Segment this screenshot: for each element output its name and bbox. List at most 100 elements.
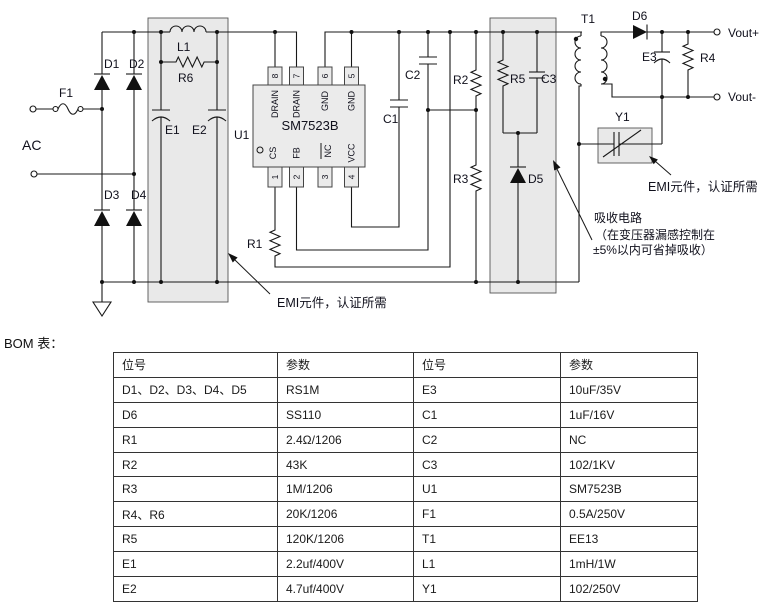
r6-label: R6 bbox=[178, 71, 194, 85]
bom-cell: E2 bbox=[113, 576, 278, 602]
bom-header-row: 位号 参数 位号 参数 bbox=[113, 352, 698, 378]
bom-header-cell: 参数 bbox=[560, 352, 698, 378]
pin1-number: 1 bbox=[270, 174, 280, 179]
bom-cell: 120K/1206 bbox=[277, 526, 414, 553]
r5-label: R5 bbox=[510, 72, 526, 86]
d5-diode bbox=[510, 168, 526, 183]
d4-diode bbox=[126, 211, 142, 226]
bom-cell: 0.5A/250V bbox=[560, 501, 698, 528]
snubber-block bbox=[489, 17, 557, 294]
bom-cell: E3 bbox=[413, 376, 561, 403]
bom-header-cell: 参数 bbox=[277, 352, 414, 378]
bom-cell: 2.2uf/400V bbox=[277, 551, 414, 578]
bom-cell: R1 bbox=[113, 426, 278, 453]
ac-terminal-bottom bbox=[30, 170, 38, 178]
d6-diode bbox=[633, 25, 647, 39]
pin1-indicator-icon bbox=[256, 146, 264, 154]
snubber-annotation-line1: 吸收电路 bbox=[594, 210, 642, 225]
pin1-name: CS bbox=[268, 147, 278, 160]
r3-label: R3 bbox=[453, 172, 469, 186]
bom-cell: 43K bbox=[277, 451, 414, 478]
table-row: R3 1M/1206 U1 SM7523B bbox=[113, 476, 698, 503]
bom-cell: Y1 bbox=[413, 576, 561, 602]
d1-label: D1 bbox=[104, 57, 120, 71]
bom-cell: RS1M bbox=[277, 376, 414, 403]
bom-cell: SS110 bbox=[277, 401, 414, 428]
vout-minus-label: Vout- bbox=[728, 90, 756, 104]
table-row: R5 120K/1206 T1 EE13 bbox=[113, 526, 698, 553]
l1-label: L1 bbox=[177, 40, 191, 54]
arrow-emi-left-icon bbox=[228, 253, 238, 263]
r4-label: R4 bbox=[700, 51, 716, 65]
r2-label: R2 bbox=[453, 73, 469, 87]
d5-label: D5 bbox=[528, 172, 544, 186]
bom-cell: T1 bbox=[413, 526, 561, 553]
bom-cell: L1 bbox=[413, 551, 561, 578]
pin4-name: VCC bbox=[347, 143, 357, 163]
bom-cell: R3 bbox=[113, 476, 278, 503]
e1-label: E1 bbox=[165, 123, 180, 137]
bom-cell: C1 bbox=[413, 401, 561, 428]
table-row: E1 2.2uf/400V L1 1mH/1W bbox=[113, 551, 698, 578]
e2-label: E2 bbox=[192, 123, 207, 137]
pin2-number: 2 bbox=[292, 174, 302, 179]
y1-label: Y1 bbox=[615, 110, 630, 124]
bom-title: BOM 表： bbox=[4, 336, 64, 351]
bom-cell: U1 bbox=[413, 476, 561, 503]
vout-plus-terminal bbox=[713, 28, 721, 36]
vout-plus-label: Vout+ bbox=[728, 26, 759, 40]
snubber-annotation-line3: ±5%以内可省掉吸收） bbox=[593, 243, 713, 257]
y-cap-block bbox=[597, 127, 653, 164]
d3-label: D3 bbox=[104, 188, 120, 202]
bom-cell: 1mH/1W bbox=[560, 551, 698, 578]
ic-part-number: SM7523B bbox=[281, 118, 338, 133]
pin4-number: 4 bbox=[347, 174, 357, 179]
bom-cell: F1 bbox=[413, 501, 561, 528]
table-row: E2 4.7uf/400V Y1 102/250V bbox=[113, 576, 698, 602]
vout-minus-terminal bbox=[713, 93, 721, 101]
ac-label: AC bbox=[22, 137, 41, 153]
d2-label: D2 bbox=[129, 57, 145, 71]
pin3-name: NC bbox=[323, 144, 333, 157]
secondary-phase-dot bbox=[602, 76, 608, 82]
primary-phase-dot bbox=[573, 36, 579, 42]
pin6-name: GND bbox=[320, 91, 330, 112]
bom-cell: D6 bbox=[113, 401, 278, 428]
d4-label: D4 bbox=[131, 188, 147, 202]
e3-label: E3 bbox=[642, 50, 657, 64]
circuit-schematic: 8 7 6 5 1 2 3 4 DRAIN DRAIN GND GND CS F… bbox=[22, 9, 759, 318]
bom-header-cell: 位号 bbox=[113, 352, 278, 378]
bom-header-cell: 位号 bbox=[413, 352, 561, 378]
bom-cell: D1、D2、D3、D4、D5 bbox=[113, 376, 278, 403]
f1-label: F1 bbox=[59, 86, 73, 100]
bom-cell: 2.4Ω/1206 bbox=[277, 426, 414, 453]
c1-label: C1 bbox=[383, 112, 399, 126]
bom-table: 位号 参数 位号 参数 D1、D2、D3、D4、D5 RS1M E3 10uF/… bbox=[113, 352, 698, 602]
ac-terminal-top bbox=[29, 105, 37, 113]
c2-label: C2 bbox=[405, 68, 421, 82]
fuse-end-right bbox=[77, 105, 84, 113]
table-row: R4、R6 20K/1206 F1 0.5A/250V bbox=[113, 501, 698, 528]
pin2-name: FB bbox=[292, 147, 302, 159]
wires bbox=[36, 24, 716, 302]
bom-cell: R4、R6 bbox=[113, 501, 278, 528]
terminals bbox=[29, 28, 721, 178]
bom-cell: EE13 bbox=[560, 526, 698, 553]
fuse-end-left bbox=[52, 105, 59, 113]
pin7-name: DRAIN bbox=[292, 90, 302, 118]
bom-cell: 1M/1206 bbox=[277, 476, 414, 503]
bom-cell: C3 bbox=[413, 451, 561, 478]
bom-cell: 102/250V bbox=[560, 576, 698, 602]
pin7-number: 7 bbox=[292, 73, 302, 78]
u1-label: U1 bbox=[234, 128, 250, 142]
table-row: R2 43K C3 102/1KV bbox=[113, 451, 698, 478]
emi-left-annotation: EMI元件，认证所需 bbox=[277, 296, 387, 310]
d1-diode bbox=[94, 75, 110, 90]
bom-cell: NC bbox=[560, 426, 698, 453]
snubber-annotation-line2: （在变压器漏感控制在 bbox=[595, 227, 715, 242]
emi-right-annotation: EMI元件，认证所需 bbox=[648, 180, 758, 194]
bom-cell: 20K/1206 bbox=[277, 501, 414, 528]
pin6-number: 6 bbox=[320, 73, 330, 78]
arrow-snubber-icon bbox=[553, 160, 561, 171]
arrow-emi-right-icon bbox=[649, 156, 658, 165]
